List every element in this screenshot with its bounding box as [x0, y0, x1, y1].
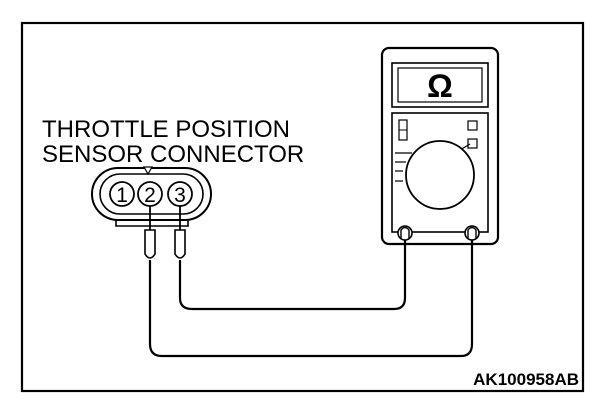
connector-label-line2: SENSOR CONNECTOR — [42, 141, 304, 168]
meter-display-symbol: Ω — [427, 68, 453, 104]
meter-button-icon — [467, 120, 478, 131]
probe-icon — [144, 206, 156, 259]
meter-jack-icon — [397, 225, 413, 241]
connector-icon: 1 2 3 — [91, 166, 212, 227]
meter-jack-icon — [464, 225, 480, 241]
svg-text:1: 1 — [116, 184, 128, 207]
diagram-frame — [20, 21, 585, 393]
connector-pin-2: 2 — [137, 181, 163, 207]
ohmmeter-icon: Ω — [380, 46, 500, 246]
latch-icon — [142, 166, 154, 176]
svg-text:3: 3 — [174, 184, 186, 207]
connector-pin-1: 1 — [109, 181, 135, 207]
test-lead-wire — [148, 240, 474, 358]
figure-code: AK100958AB — [473, 370, 579, 389]
svg-text:2: 2 — [144, 184, 156, 207]
connector-label-line1: THROTTLE POSITION — [42, 116, 290, 143]
meter-dial-icon — [405, 140, 475, 210]
meter-button-icon — [467, 138, 478, 149]
connector-pin-3: 3 — [167, 181, 193, 207]
test-lead-wire — [178, 240, 407, 311]
probe-icon — [174, 206, 186, 259]
